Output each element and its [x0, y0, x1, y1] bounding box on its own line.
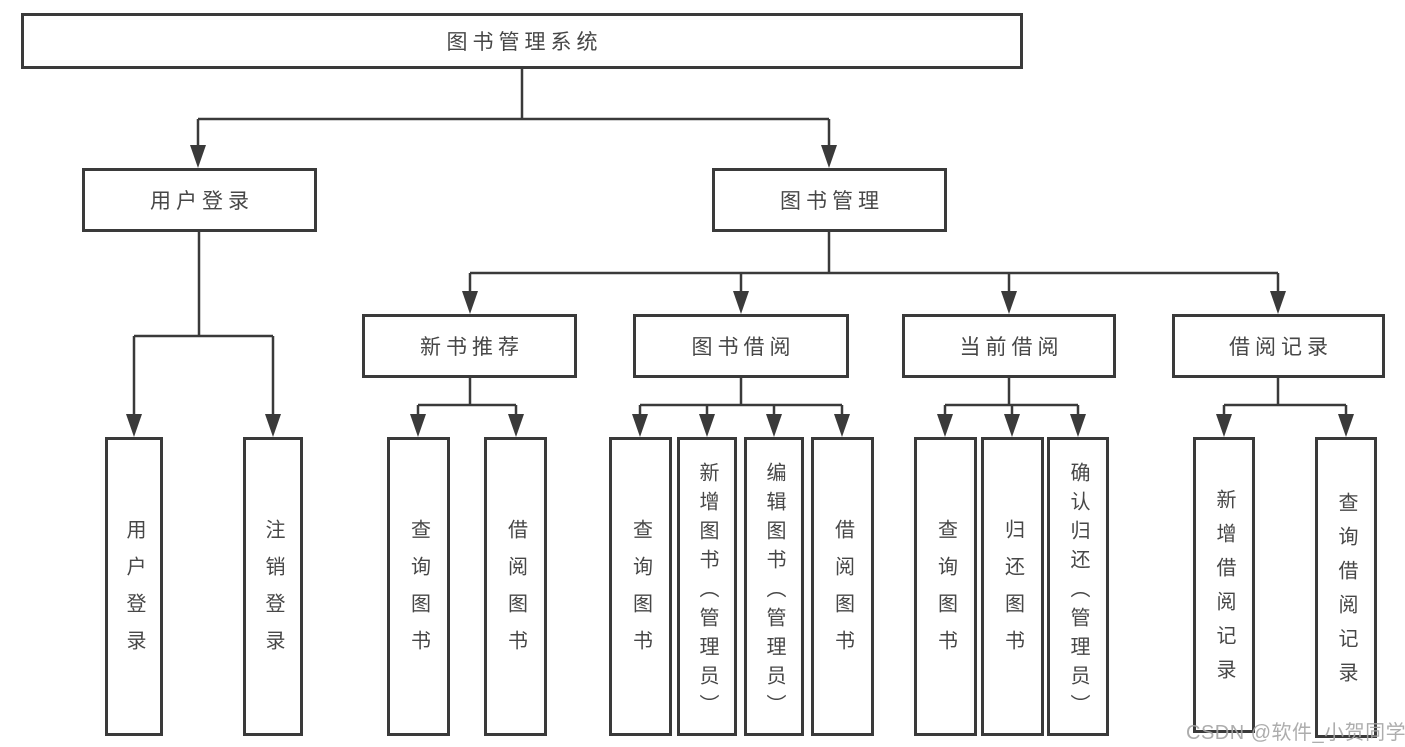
- node-current-borrow-label: 当前借阅: [959, 336, 1064, 359]
- node-book-management: 图书管理: [712, 168, 947, 232]
- leaf-borrow-books-recommend: 借阅图书: [484, 437, 547, 736]
- leaf-logout-login: 注销登录: [243, 437, 303, 736]
- leaf-edit-book-admin-label: 编辑图书（管理员）: [763, 462, 785, 723]
- leaf-query-books-current-label: 查询图书: [934, 518, 957, 667]
- node-borrow-records: 借阅记录: [1172, 314, 1385, 378]
- leaf-edit-book-admin: 编辑图书（管理员）: [744, 437, 804, 736]
- node-book-borrow-label: 图书借阅: [691, 336, 796, 359]
- node-book-borrow: 图书借阅: [633, 314, 849, 378]
- leaf-query-books-recommend: 查询图书: [387, 437, 450, 736]
- leaf-add-book-admin: 新增图书（管理员）: [677, 437, 737, 736]
- leaf-add-book-admin-label: 新增图书（管理员）: [696, 462, 718, 723]
- node-new-book-recommend: 新书推荐: [362, 314, 577, 378]
- node-borrow-records-label: 借阅记录: [1229, 336, 1333, 359]
- leaf-query-borrow-record: 查询借阅记录: [1315, 437, 1377, 738]
- leaf-borrow-books-borrow-label: 借阅图书: [831, 518, 854, 667]
- watermark: CSDN @软件_小贺同学: [1186, 722, 1405, 744]
- node-root: 图书管理系统: [21, 13, 1023, 69]
- node-book-management-label: 图书管理: [780, 190, 884, 213]
- leaf-user-login: 用户登录: [105, 437, 163, 736]
- node-new-book-recommend-label: 新书推荐: [420, 336, 524, 359]
- node-current-borrow: 当前借阅: [902, 314, 1116, 378]
- node-user-login-label: 用户登录: [150, 190, 254, 213]
- leaf-add-borrow-record: 新增借阅记录: [1193, 437, 1255, 733]
- leaf-query-books-recommend-label: 查询图书: [407, 518, 430, 667]
- leaf-query-books-current: 查询图书: [914, 437, 977, 736]
- leaf-logout-login-label: 注销登录: [262, 518, 284, 667]
- leaf-query-borrow-record-label: 查询借阅记录: [1335, 491, 1357, 696]
- leaf-return-book: 归还图书: [981, 437, 1044, 736]
- leaf-user-login-label: 用户登录: [123, 518, 145, 667]
- leaf-query-books-borrow-label: 查询图书: [629, 518, 652, 667]
- leaf-return-book-label: 归还图书: [1001, 518, 1024, 667]
- leaf-borrow-books-borrow: 借阅图书: [811, 437, 874, 736]
- node-root-label: 图书管理系统: [446, 31, 603, 54]
- node-user-login: 用户登录: [82, 168, 317, 232]
- leaf-confirm-return-admin-label: 确认归还（管理员）: [1067, 462, 1089, 723]
- leaf-confirm-return-admin: 确认归还（管理员）: [1047, 437, 1109, 736]
- leaf-borrow-books-recommend-label: 借阅图书: [504, 518, 527, 667]
- leaf-query-books-borrow: 查询图书: [609, 437, 672, 736]
- leaf-add-borrow-record-label: 新增借阅记录: [1213, 489, 1235, 693]
